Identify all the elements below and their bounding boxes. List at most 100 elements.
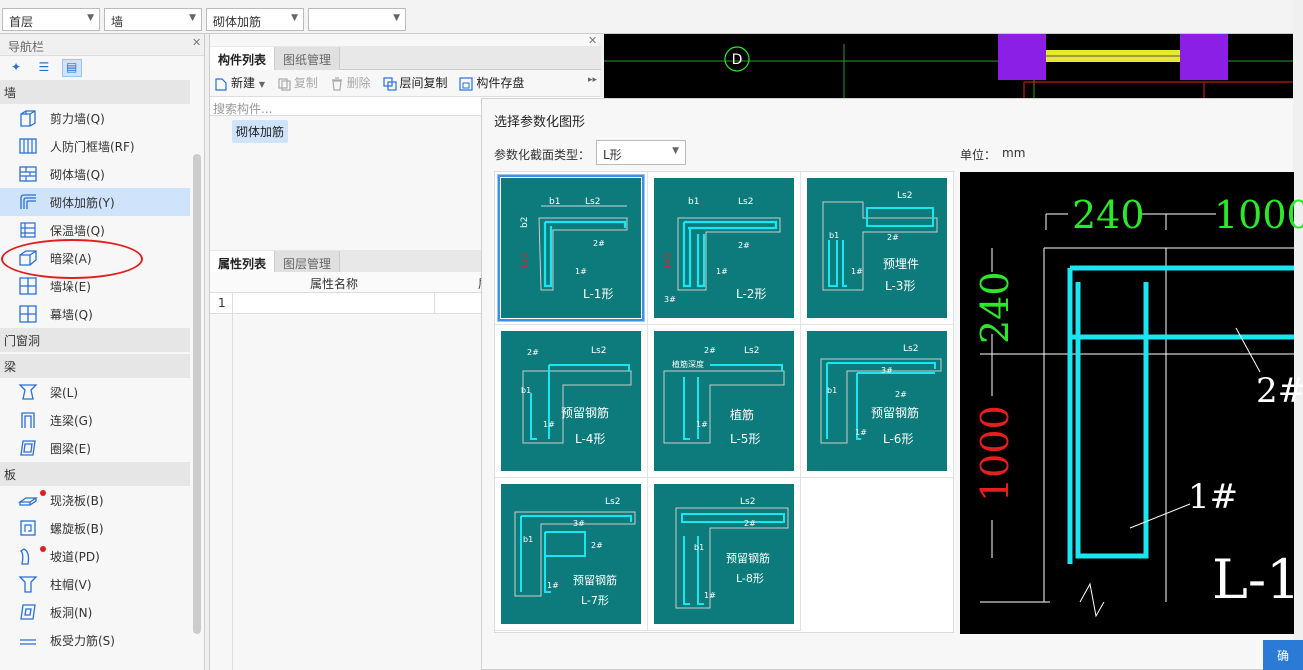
nav-item-masonry-rebar[interactable]: 砌体加筋(Y) [0, 188, 190, 216]
nav-item-wall-pier[interactable]: 墙垛(E) [0, 272, 190, 300]
nav-item-label: 柱帽(V) [50, 578, 92, 592]
shape-frame: Ls2 2# b1 1# 预留钢筋 L-8形 [651, 481, 797, 627]
detail-view-icon[interactable]: ▤ [61, 59, 82, 77]
svg-text:1#: 1# [547, 581, 559, 590]
shape-thumbnail: b1 Ls2 Ls1 2# 1# 3# L-2形 [654, 178, 794, 318]
shape-option-l5[interactable]: 2# Ls2 植筋深度 1# 植筋 L-5形 [648, 325, 801, 478]
svg-text:1#: 1# [704, 591, 716, 600]
group-wall[interactable]: 墙 [0, 80, 190, 104]
ok-button[interactable]: 确 [1263, 640, 1303, 670]
tab-property-list[interactable]: 属性列表 [210, 251, 276, 274]
nav-item-label: 砌体墙(Q) [50, 168, 105, 182]
svg-text:b1: b1 [688, 197, 699, 207]
delete-button[interactable]: 删除 [330, 74, 371, 91]
tab-layer-management[interactable]: 图层管理 [275, 251, 341, 274]
group-beam[interactable]: 梁 [0, 354, 190, 378]
group-door-window[interactable]: 门窗洞 [0, 328, 190, 352]
masonry-wall-icon [19, 166, 37, 182]
table-row[interactable]: 1 [210, 293, 601, 314]
svg-text:1#: 1# [543, 420, 555, 429]
nav-scrollbar[interactable] [193, 154, 201, 634]
tab-drawing-management[interactable]: 图纸管理 [275, 47, 341, 70]
component-list-item[interactable]: 砌体加筋 [232, 120, 289, 143]
list-view-icon[interactable]: ☰ [38, 60, 50, 74]
shape-extra-label: 预留钢筋 [871, 405, 919, 420]
nav-item-slab-hole[interactable]: 板洞(N) [0, 598, 190, 626]
svg-text:Ls2: Ls2 [585, 197, 600, 207]
red-annotation-circle [1, 239, 143, 279]
chevron-down-icon: ▼ [189, 13, 196, 23]
top-toolbar: 首层 ▼ 墙 ▼ 砌体加筋 ▼ ▼ [0, 0, 1293, 34]
chevron-down-icon: ▼ [258, 80, 265, 89]
nav-item-label: 墙垛(E) [50, 280, 91, 294]
svg-text:1#: 1# [851, 267, 863, 276]
svg-text:Ls2: Ls2 [740, 497, 755, 507]
more-icon[interactable]: ▸▸ [588, 75, 598, 85]
shape-option-l2[interactable]: b1 Ls2 Ls1 2# 1# 3# L-2形 [648, 172, 801, 325]
shape-thumbnail: Ls2 2# b1 1# 预留钢筋 L-8形 [654, 484, 794, 624]
nav-item-label: 坡道(PD) [50, 550, 100, 564]
nav-item-ring-beam[interactable]: 圈梁(E) [0, 434, 190, 462]
dim-b1: 240 [1072, 193, 1145, 237]
svg-text:Ls1: Ls1 [663, 253, 673, 268]
ramp-icon [19, 548, 30, 565]
nav-item-ramp[interactable]: 坡道(PD) [0, 542, 190, 570]
close-icon[interactable]: ✕ [192, 36, 202, 49]
nav-item-slab-rebar[interactable]: 板受力筋(S) [0, 626, 190, 654]
slab-hole-icon [20, 604, 36, 620]
nav-item-insulation-wall[interactable]: 保温墙(Q) [0, 216, 190, 244]
dim-ls1: 1000 [973, 405, 1017, 502]
pin-icon[interactable]: ✦ [10, 60, 22, 74]
save-icon [459, 76, 473, 91]
shape-option-l1[interactable]: b1 Ls2 b2 Ls1 2# 1# L-1形 [495, 172, 648, 325]
nav-item-civil-door-wall[interactable]: 人防门框墙(RF) [0, 132, 190, 160]
nav-item-label: 螺旋板(B) [50, 522, 104, 536]
trash-icon [331, 76, 342, 91]
dialog-title: 选择参数化图形 [494, 115, 586, 130]
spiral-slab-icon [20, 520, 36, 536]
shape-option-l6[interactable]: Ls2 3# 2# b1 1# 预留钢筋 L-6形 [801, 325, 954, 478]
preview-drawing: 240 1000 240 1000 2# 1# L-1 [973, 193, 1303, 618]
shape-name: L-2形 [736, 287, 766, 301]
extra-select[interactable]: ▼ [308, 8, 406, 31]
component-select[interactable]: 砌体加筋 ▼ [206, 8, 304, 31]
shape-frame: b1 Ls2 b2 Ls1 2# 1# L-1形 [498, 175, 644, 321]
shape-name: L-7形 [581, 594, 609, 607]
shape-option-l8[interactable]: Ls2 2# b1 1# 预留钢筋 L-8形 [648, 478, 801, 631]
group-slab[interactable]: 板 [0, 462, 190, 486]
chevron-down-icon: ▼ [393, 13, 400, 23]
axis-bubble [724, 46, 750, 72]
nav-item-cast-slab[interactable]: 现浇板(B) [0, 486, 190, 514]
new-button[interactable]: 新建 ▼ [214, 74, 265, 91]
shape-option-l4[interactable]: 2# Ls2 b1 1# 预留钢筋 L-4形 [495, 325, 648, 478]
floor-select-value: 首层 [9, 15, 34, 29]
close-icon[interactable]: ✕ [588, 34, 598, 47]
section-type-value: L形 [603, 148, 622, 162]
shape-option-l3[interactable]: Ls2 b1 2# 1# 预埋件 L-3形 [801, 172, 954, 325]
nav-item-coupling-beam[interactable]: 连梁(G) [0, 406, 190, 434]
floor-select[interactable]: 首层 ▼ [2, 8, 100, 31]
nav-item-column-cap[interactable]: 柱帽(V) [0, 570, 190, 598]
shape-option-l7[interactable]: Ls2 3# 2# b1 1# 预留钢筋 L-7形 [495, 478, 648, 631]
preview-bar1: 1# [1188, 477, 1238, 517]
nav-item-curtain-wall[interactable]: 幕墙(Q) [0, 300, 190, 328]
svg-text:b1: b1 [694, 543, 704, 552]
copy-button[interactable]: 复制 [277, 74, 318, 91]
tab-component-list[interactable]: 构件列表 [210, 47, 276, 70]
category-select[interactable]: 墙 ▼ [104, 8, 202, 31]
nav-item-spiral-slab[interactable]: 螺旋板(B) [0, 514, 190, 542]
svg-text:b1: b1 [523, 535, 533, 544]
column-divider [434, 293, 435, 314]
cad-viewport[interactable]: D [604, 34, 1293, 100]
svg-text:Ls2: Ls2 [897, 191, 912, 201]
section-type-select[interactable]: L形 ▼ [596, 140, 686, 165]
floor-copy-button[interactable]: 层间复制 [382, 74, 448, 91]
nav-item-beam[interactable]: 梁(L) [0, 378, 190, 406]
chevron-down-icon: ▼ [672, 146, 679, 156]
nav-item-masonry-wall[interactable]: 砌体墙(Q) [0, 160, 190, 188]
nav-item-shear-wall[interactable]: 剪力墙(Q) [0, 104, 190, 132]
save-component-button[interactable]: 构件存盘 [459, 74, 524, 91]
svg-text:b1: b1 [549, 197, 560, 207]
cad-drawing: D [604, 34, 1293, 100]
shape-thumbnail: 2# Ls2 植筋深度 1# 植筋 L-5形 [654, 331, 794, 471]
